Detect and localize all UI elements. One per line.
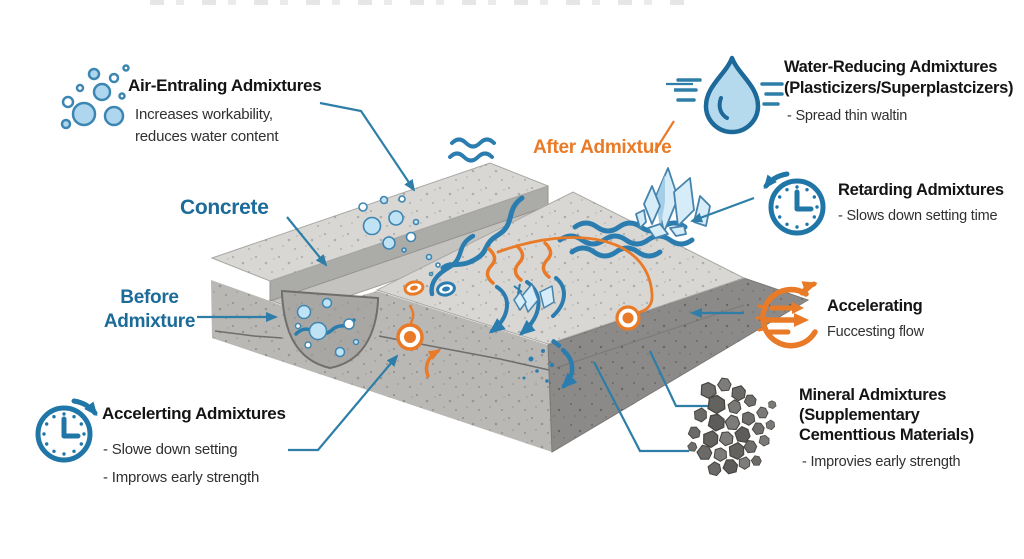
crystal-cluster-small [513, 283, 555, 313]
accelerating-left-connector [288, 354, 399, 452]
water-reducing-desc1: - Spread thin waltin [787, 108, 908, 124]
air-void-cutout [281, 289, 379, 370]
water-reducing-title2: (Plasticizers/Superplastcizers) [784, 79, 1014, 97]
bubbles-icon [60, 64, 130, 130]
connector-lines [197, 82, 755, 453]
speedometer-arrows-icon [755, 281, 818, 349]
air-entraining-desc2: reduces water content [135, 128, 279, 145]
accelerating-left-desc2: - Improws early strength [103, 469, 260, 486]
admixture-oval-orange [403, 280, 425, 296]
air-entraining-connector [319, 101, 416, 192]
retarding-title: Retarding Admixtures [838, 181, 1004, 199]
surface-bubbles [358, 195, 441, 277]
crack-line [214, 330, 283, 339]
rocks-icon [685, 375, 777, 479]
after-admixture-connector [654, 120, 675, 152]
water-reducing-title1: Water-Reducing Admixtures [784, 58, 998, 76]
admixture-squiggles [408, 236, 654, 378]
accelerating-right-title: Accelerating [827, 297, 923, 315]
retarding-desc1: - Slows down setting time [838, 208, 998, 224]
mineral-title2: (Supplementary [799, 406, 920, 424]
mineral-connector-b [593, 361, 689, 453]
retarding-connector [690, 196, 755, 223]
air-entraining-title: Air-Entraling Admixtures [128, 76, 322, 95]
crystal-cluster-large [635, 167, 711, 239]
concrete-connector [286, 216, 328, 267]
water-drop-icon [674, 55, 784, 135]
mineral-connector-a [649, 350, 709, 408]
air-entraining-desc1: Increases workability, [135, 106, 273, 123]
particle-dots [522, 339, 562, 383]
admixture-arc [496, 236, 654, 314]
admixture-ring-front [396, 323, 424, 351]
mineral-title1: Mineral Admixtures [799, 386, 947, 404]
concrete-label: Concrete [180, 196, 269, 219]
accelerating-left-title: Accelerting Admixtures [102, 404, 286, 423]
air-bubbles [294, 297, 360, 358]
admixture-ring-side [615, 305, 641, 331]
clock-counterclockwise-icon [763, 171, 826, 236]
mineral-title3: Cementtious Materials) [799, 426, 974, 444]
accelerating-left-desc1: - Slowe down setting [103, 441, 238, 458]
accelerating-right-desc1: Fuccesting flow [827, 324, 924, 340]
cropped-title-fragment [150, 0, 690, 5]
before-admixture-label: Before Admixture [103, 287, 196, 332]
after-admixture-label: After Admixture [533, 137, 672, 158]
water-waves [429, 137, 695, 389]
mineral-desc1: - Improvies early strength [802, 454, 961, 470]
clock-clockwise-icon [35, 398, 98, 463]
admixture-oval-blue [436, 281, 456, 297]
